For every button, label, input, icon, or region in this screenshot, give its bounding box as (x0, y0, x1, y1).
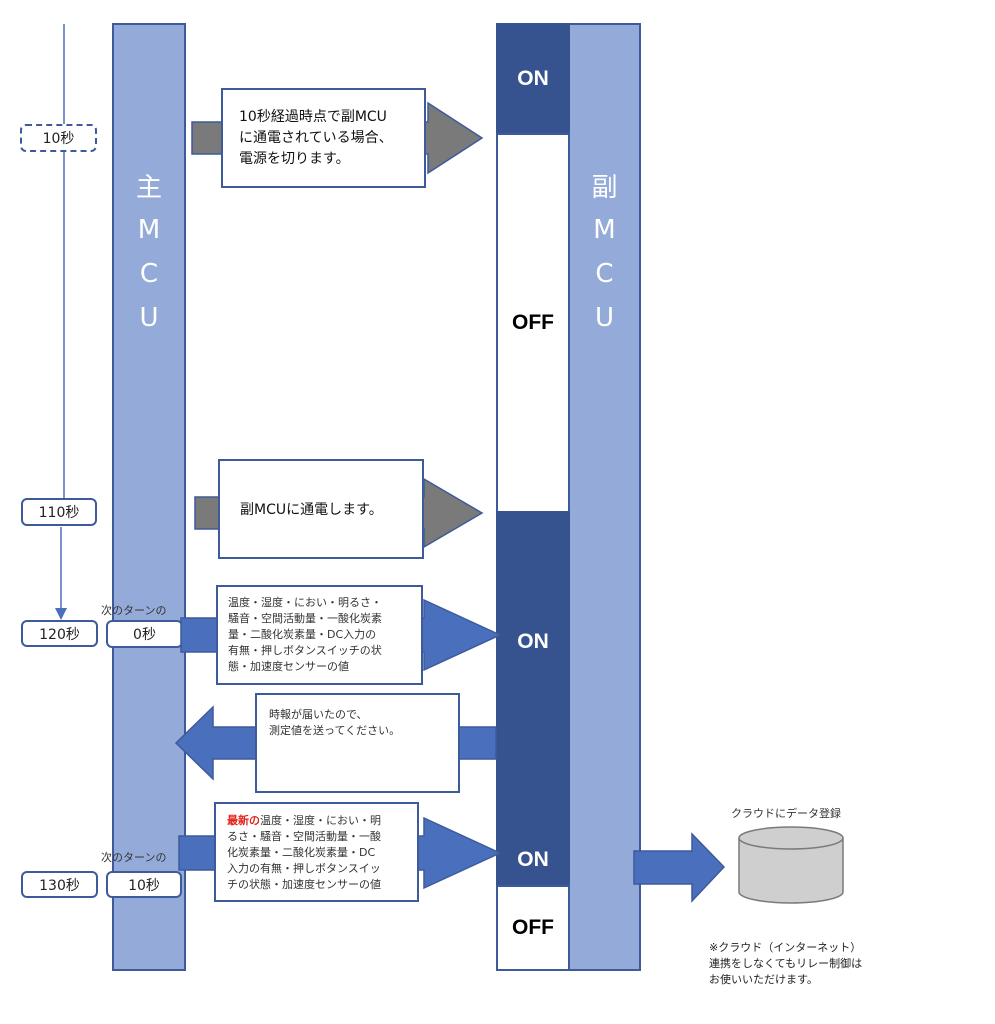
measurements-line-2: 騒音・空間活動量・一酸化炭素 (228, 612, 382, 625)
power-off-message: 10秒経過時点で副MCU に通電されている場合、 電源を切ります。 (239, 107, 393, 170)
latest-measurements-line-1: 最新の温度・湿度・におい・明 (227, 813, 381, 829)
latest-measurements-line-4: 入力の有無・押しボタンスイッ (227, 862, 381, 875)
time-marker-110s-label: 110秒 (38, 505, 80, 521)
measurements-line-4: 有無・押しボタンスイッチの状 (228, 644, 382, 657)
time-signal-line-1: 時報が届いたので、 (269, 708, 368, 721)
sub-mcu-label-1: 副 (591, 173, 618, 203)
timeline-arrowhead (55, 608, 67, 620)
main-mcu-label-2: M (137, 215, 161, 245)
main-mcu-label-4: U (139, 303, 159, 333)
time-marker-120s-label: 120秒 (39, 626, 80, 643)
cloud-title: クラウドにデータ登録 (731, 807, 841, 820)
cloud-note-line-2: 連携をしなくてもリレー制御は (709, 957, 863, 970)
state-off-2: OFF (496, 885, 570, 971)
measurements-message-box: 温度・湿度・におい・明るさ・ 騒音・空間活動量・一酸化炭素 量・二酸化炭素量・D… (216, 585, 423, 685)
next-turn-10s: 10秒 (106, 871, 182, 898)
time-signal-line-2: 測定値を送ってください。 (269, 724, 401, 737)
measurements-message: 温度・湿度・におい・明るさ・ 騒音・空間活動量・一酸化炭素 量・二酸化炭素量・D… (228, 595, 382, 675)
latest-measurements-line-2: るさ・騒音・空間活動量・一酸 (227, 830, 381, 843)
next-turn-caption-1: 次のターンの (101, 604, 167, 617)
cloud-database-icon (738, 826, 844, 904)
sub-mcu-label-2: M (593, 215, 616, 245)
cloud-arrow (633, 832, 726, 903)
main-mcu-label-3: C (139, 259, 159, 289)
measurements-line-5: 態・加速度センサーの値 (228, 660, 349, 673)
latest-line-1-rest: 温度・湿度・におい・明 (260, 814, 381, 827)
next-turn-10s-label: 10秒 (128, 877, 160, 894)
time-marker-10s-label: 10秒 (42, 131, 75, 147)
state-on-2-label: ON (517, 630, 549, 653)
time-marker-10s: 10秒 (20, 124, 97, 152)
cloud-note: ※クラウド（インターネット） 連携をしなくてもリレー制御は お使いいただけます。 (709, 940, 862, 988)
next-turn-0s-label: 0秒 (133, 627, 156, 643)
state-off-2-label: OFF (512, 916, 554, 939)
state-off-1: OFF (496, 133, 570, 513)
cloud-note-line-1: ※クラウド（インターネット） (709, 941, 862, 954)
next-turn-caption-2: 次のターンの (101, 851, 167, 864)
latest-measurements-message: 最新の温度・湿度・におい・明 るさ・騒音・空間活動量・一酸 化炭素量・二酸化炭素… (227, 813, 381, 893)
sub-mcu-lane: 副 M C U (568, 23, 641, 971)
time-marker-110s: 110秒 (21, 498, 97, 526)
state-on-1-label: ON (517, 67, 549, 90)
latest-highlight: 最新の (227, 814, 260, 827)
state-on-3-label: ON (517, 847, 549, 871)
next-turn-0s: 0秒 (106, 620, 183, 648)
sub-mcu-label-4: U (594, 303, 615, 333)
power-off-line-2: に通電されている場合、 (239, 130, 393, 146)
state-on-1: ON (496, 23, 570, 135)
power-on-message: 副MCUに通電します。 (240, 502, 383, 518)
power-off-message-box: 10秒経過時点で副MCU に通電されている場合、 電源を切ります。 (221, 88, 426, 188)
measurements-line-3: 量・二酸化炭素量・DC入力の (228, 628, 377, 641)
latest-measurements-message-box: 最新の温度・湿度・におい・明 るさ・騒音・空間活動量・一酸 化炭素量・二酸化炭素… (214, 802, 419, 902)
power-on-message-box: 副MCUに通電します。 (218, 459, 424, 559)
sub-mcu-label-3: C (595, 259, 614, 289)
state-off-1-label: OFF (512, 311, 554, 334)
time-marker-120s: 120秒 (21, 620, 98, 647)
main-mcu-lane: 主 M C U (112, 23, 186, 971)
main-mcu-label-1: 主 (135, 173, 162, 203)
time-marker-130s-label: 130秒 (39, 877, 80, 894)
state-on-3: ON (496, 773, 570, 886)
power-off-line-1: 10秒経過時点で副MCU (239, 109, 387, 125)
time-marker-130s: 130秒 (21, 871, 98, 898)
latest-measurements-line-5: チの状態・加速度センサーの値 (227, 878, 381, 891)
time-signal-message-box: 時報が届いたので、 測定値を送ってください。 (255, 693, 460, 793)
latest-measurements-line-3: 化炭素量・二酸化炭素量・DC (227, 846, 376, 859)
state-on-2: ON (496, 511, 570, 773)
power-off-line-3: 電源を切ります。 (239, 151, 350, 167)
time-signal-message: 時報が届いたので、 測定値を送ってください。 (269, 707, 400, 739)
measurements-line-1: 温度・湿度・におい・明るさ・ (228, 596, 382, 609)
cloud-note-line-3: お使いいただけます。 (709, 973, 818, 986)
